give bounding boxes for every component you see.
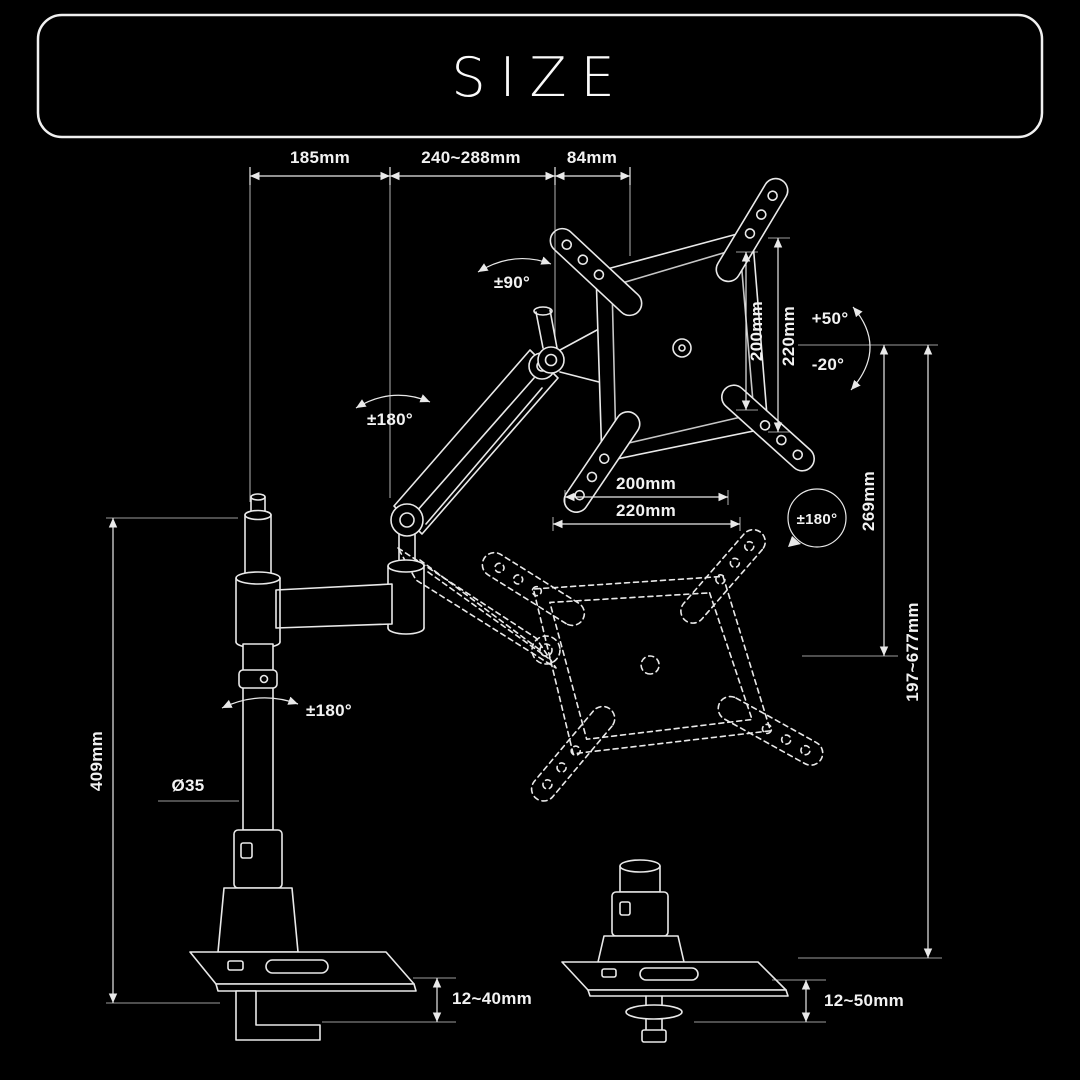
page-title: SIZE xyxy=(451,46,628,109)
clamp-range-label: 12~40mm xyxy=(452,989,532,1008)
elbow-joint xyxy=(387,533,425,635)
vesa-arm-top-right xyxy=(715,177,789,283)
rotation-circle xyxy=(787,488,847,548)
head-swivel-label: ±90° xyxy=(494,273,530,292)
tilt-up-label: +50° xyxy=(812,309,849,328)
dimension-labels: 185mm 240~288mm 84mm ±90° 200mm 220mm +5… xyxy=(87,148,922,1010)
horizontal-arm xyxy=(275,583,393,629)
vesa-arm-bottom-left xyxy=(563,411,641,513)
tilt-down-label: -20° xyxy=(812,355,845,374)
grommet-base xyxy=(561,859,789,1043)
vesa-plate-upper xyxy=(549,177,815,513)
vesa-v-inner-label: 200mm xyxy=(747,301,766,361)
pole-height-label: 409mm xyxy=(87,731,106,791)
dim-arm-seg2-label: 240~288mm xyxy=(421,148,521,167)
dim-head-offset-label: 84mm xyxy=(567,148,617,167)
grommet-range-label: 12~50mm xyxy=(824,991,904,1010)
monitor-head-joint xyxy=(533,306,600,383)
title-frame xyxy=(36,13,1044,139)
spring-rotation-label: ±180° xyxy=(367,410,413,429)
desk-clamp-base xyxy=(189,887,417,1041)
screen-rotation-label: ±180° xyxy=(797,511,838,528)
dim-arm-seg1-label: 185mm xyxy=(290,148,350,167)
lift-stroke-label: 269mm xyxy=(859,471,878,531)
dimension-lines xyxy=(106,167,942,1023)
vesa-h-inner-label: 200mm xyxy=(616,474,676,493)
vesa-plate-lowered xyxy=(481,528,824,802)
gas-spring-arm xyxy=(390,349,559,537)
vesa-h-outer-label: 220mm xyxy=(616,501,676,520)
vesa-v-outer-label: 220mm xyxy=(779,306,798,366)
pole-diameter-label: Ø35 xyxy=(171,776,204,795)
arm-rotation-label: ±180° xyxy=(306,701,352,720)
vesa-arm-top-left xyxy=(549,227,643,317)
height-range-label: 197~677mm xyxy=(903,602,922,702)
pole xyxy=(233,493,283,889)
